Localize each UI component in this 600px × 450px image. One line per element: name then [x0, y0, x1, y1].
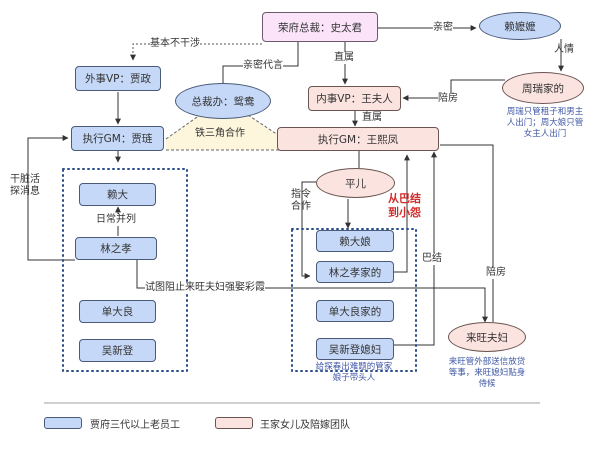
node-shan-daliang[interactable]: 单大良	[79, 300, 156, 323]
label-direct-2: 直属	[362, 112, 382, 123]
edge-try-stop	[136, 260, 488, 323]
label-try-stop: 试图阻止来旺夫妇强娶彩霞	[145, 282, 265, 294]
label-favor: 人情	[554, 44, 574, 55]
group-box-right	[291, 228, 417, 372]
legend-label-wang: 王家女儿及陪嫁团队	[260, 420, 350, 431]
node-lin-zhixiao[interactable]: 林之孝	[75, 237, 157, 260]
label-daily-parallel: 日常并列	[96, 214, 136, 226]
note-zhou-rui: 周瑞只管租子和男主 人出门；周大娘只管 女主人出门	[506, 107, 584, 139]
node-jia-lian[interactable]: 执行GM：贾琏	[71, 126, 164, 151]
label-intimate: 亲密	[433, 22, 453, 34]
node-wang-furen[interactable]: 内事VP：王夫人	[308, 86, 401, 111]
edge-flatter	[394, 151, 437, 346]
label-command: 指令 合作	[291, 189, 311, 212]
node-lai-da[interactable]: 赖大	[79, 183, 156, 206]
node-shan-daliang-jia[interactable]: 单大良家的	[316, 300, 394, 322]
label-flatter-resent: 从巴结 到小怨	[388, 192, 421, 219]
label-dowry-1: 陪房	[438, 93, 458, 105]
node-wang-xifeng[interactable]: 执行GM：王熙凤	[277, 127, 439, 151]
label-close-spokesperson: 亲密代言	[243, 60, 283, 72]
legend-label-veteran: 贾府三代以上老员工	[90, 420, 180, 431]
node-wu-xindeng-xifu[interactable]: 吴新登媳妇	[316, 338, 394, 360]
edge-dirty-work	[27, 135, 75, 261]
node-ping-er[interactable]: 平儿	[316, 168, 395, 198]
label-no-interference: 基本不干涉	[150, 38, 200, 50]
node-lai-momo[interactable]: 赖嬷嬷	[479, 12, 561, 40]
label-dowry-2: 陪房	[486, 267, 506, 279]
node-yuanyang[interactable]: 总裁办：鸳鸯	[175, 83, 271, 119]
node-lai-da-niang[interactable]: 赖大娘	[316, 230, 394, 252]
legend-swatch-wang	[215, 417, 253, 429]
label-flatter: 巴结	[422, 253, 442, 265]
edge-flatter-resent	[394, 154, 410, 273]
node-lai-wang-fufu[interactable]: 来旺夫妇	[448, 322, 526, 352]
edge-dowry-1	[402, 79, 505, 101]
node-jia-zheng[interactable]: 外事VP：贾政	[75, 66, 161, 91]
legend-swatch-veteran	[44, 417, 82, 429]
note-lai-wang: 来旺管外部送信放贷 等事，来旺媳妇贴身 侍候	[448, 357, 526, 389]
iron-triangle-zone	[166, 115, 284, 150]
group-box-left	[62, 168, 188, 372]
label-dirty-work: 干脏活 探消息	[10, 174, 40, 197]
note-wu-xindeng: 给探春出难题的管家 娘子带头人	[315, 362, 393, 383]
node-lin-zhixiao-jia[interactable]: 林之孝家的	[316, 261, 394, 283]
edge-dowry-2	[440, 144, 494, 322]
node-zhou-rui-jia[interactable]: 周瑞家的	[502, 72, 584, 104]
label-iron-triangle: 铁三角合作	[195, 128, 245, 139]
node-wu-xindeng[interactable]: 吴新登	[79, 339, 156, 362]
label-direct-1: 直属	[334, 52, 354, 64]
edge-no-interference	[130, 43, 262, 61]
node-shi-taijun[interactable]: 荣府总裁：史太君	[262, 12, 378, 42]
